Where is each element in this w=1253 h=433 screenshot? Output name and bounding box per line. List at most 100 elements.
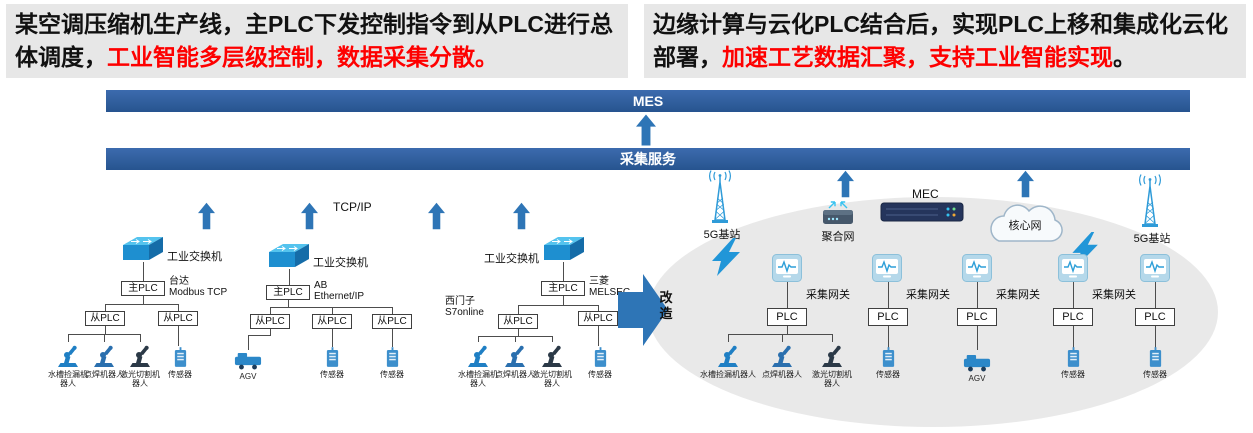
connector-line: [143, 296, 144, 304]
header-left-text: 某空调压缩机生产线，主PLC下发控制指令到从PLC进行总体调度，: [15, 11, 613, 70]
plc-box: PLC: [1053, 308, 1093, 326]
connector-line: [105, 304, 106, 311]
sensor-icon: [385, 347, 400, 368]
up-arrow-icon: [636, 114, 656, 146]
switch-label: 工业交换机: [484, 253, 539, 265]
device-sensor: 传感器: [1135, 342, 1175, 379]
connector-line: [478, 336, 479, 342]
collection-gateway-icon: [962, 254, 992, 282]
connector-line: [598, 326, 599, 346]
connector-line: [563, 262, 564, 281]
device-laser-robot: 激光切割机器人: [120, 342, 160, 388]
robot-arm-icon: [770, 344, 794, 368]
slave-plc-box: 从PLC: [498, 314, 538, 329]
core-net-label: 核心网: [1008, 220, 1042, 232]
aggregation-net-label: 聚合网: [821, 231, 855, 243]
industrial-switch-icon: [121, 236, 165, 262]
robot-arm-icon: [466, 344, 490, 368]
connector-line: [270, 329, 271, 335]
header-left-box: 某空调压缩机生产线，主PLC下发控制指令到从PLC进行总体调度，工业智能多层级控…: [6, 4, 628, 78]
up-arrow-icon: [198, 202, 215, 230]
robot-arm-icon: [56, 344, 80, 368]
connector-line: [977, 326, 978, 350]
master-plc-box: 主PLC: [121, 281, 165, 296]
plc-box: PLC: [1135, 308, 1175, 326]
gateway-label: 采集网关: [996, 289, 1040, 301]
up-arrow-icon: [513, 202, 530, 230]
device-sensor: 传感器: [580, 342, 620, 379]
base-station-label: 5G基站: [1133, 233, 1171, 245]
header-right-box: 边缘计算与云化PLC结合后，实现PLC上移和集成化云化部署，加速工艺数据汇聚，支…: [644, 4, 1246, 78]
tcpip-label: TCP/IP: [333, 200, 372, 214]
5g-tower-icon: [1128, 174, 1172, 228]
connector-line: [392, 329, 393, 347]
5g-tower-icon: [698, 170, 742, 224]
connector-line: [288, 300, 289, 307]
base-station-label: 5G基站: [703, 229, 741, 241]
industrial-switch-icon: [267, 243, 311, 269]
connector-line: [787, 326, 788, 334]
device-sensor: 传感器: [312, 342, 352, 379]
connector-line: [518, 305, 599, 306]
connector-line: [105, 304, 179, 305]
switch-label: 工业交换机: [167, 251, 222, 263]
connector-line: [888, 282, 889, 308]
header-right-tail: 。: [1113, 44, 1136, 70]
connector-line: [104, 334, 105, 342]
connector-line: [518, 305, 519, 314]
aggregation-router-icon: [820, 200, 856, 228]
slave-plc-box: 从PLC: [312, 314, 352, 329]
up-arrow-icon: [428, 202, 445, 230]
sensor-icon: [1066, 347, 1081, 368]
slave-plc-box: 从PLC: [85, 311, 125, 326]
mes-layer-bar: MES: [106, 90, 1190, 112]
device-agv: AGV: [228, 344, 268, 381]
laser-robot-icon: [820, 344, 844, 368]
sensor-icon: [881, 347, 896, 368]
connector-line: [289, 269, 290, 285]
connector-line: [270, 307, 393, 308]
connector-line: [787, 282, 788, 308]
master-plc-box: 主PLC: [541, 281, 585, 296]
mec-label: MEC: [912, 187, 939, 201]
switch-label: 工业交换机: [313, 257, 368, 269]
connector-line: [392, 307, 393, 314]
connector-line: [1155, 326, 1156, 348]
connector-line: [332, 329, 333, 347]
slave-plc-box: 从PLC: [250, 314, 290, 329]
agv-icon: [234, 351, 262, 370]
connector-line: [552, 336, 553, 342]
connector-line: [832, 334, 833, 342]
sensor-icon: [325, 347, 340, 368]
sensor-icon: [1148, 347, 1163, 368]
collection-gateway-icon: [872, 254, 902, 282]
connector-line: [782, 334, 783, 342]
connector-line: [248, 335, 271, 336]
lightning-link-icon: [712, 238, 742, 282]
cloud-zone-ellipse: [648, 197, 1218, 427]
connector-line: [105, 326, 106, 334]
header-right-text: 边缘计算与云化PLC结合后，实现PLC上移和集成化云化部署，: [653, 11, 1228, 70]
connector-line: [977, 282, 978, 308]
laser-robot-icon: [128, 344, 152, 368]
device-weld-robot: 点焊机器人: [84, 342, 124, 379]
robot-arm-icon: [716, 344, 740, 368]
connector-line: [1155, 282, 1156, 308]
device-agv: AGV: [957, 346, 997, 383]
robot-arm-icon: [92, 344, 116, 368]
transform-label: 改造: [659, 290, 673, 321]
collection-gateway-icon: [772, 254, 802, 282]
header-right-highlight: 加速工艺数据汇聚，支持工业智能实现: [722, 44, 1113, 70]
connector-line: [332, 307, 333, 314]
device-leak-robot: 水槽捡漏机器人: [699, 342, 757, 379]
device-laser-robot: 激光切割机器人: [532, 342, 572, 388]
connector-line: [68, 334, 69, 342]
agv-icon: [963, 353, 991, 372]
header-left-highlight: 工业智能多层级控制，数据采集分散。: [107, 44, 498, 70]
device-leak-robot: 水槽捡漏机器人: [48, 342, 88, 388]
connector-line: [515, 336, 516, 342]
connector-line: [598, 305, 599, 311]
device-weld-robot: 点焊机器人: [495, 342, 535, 379]
